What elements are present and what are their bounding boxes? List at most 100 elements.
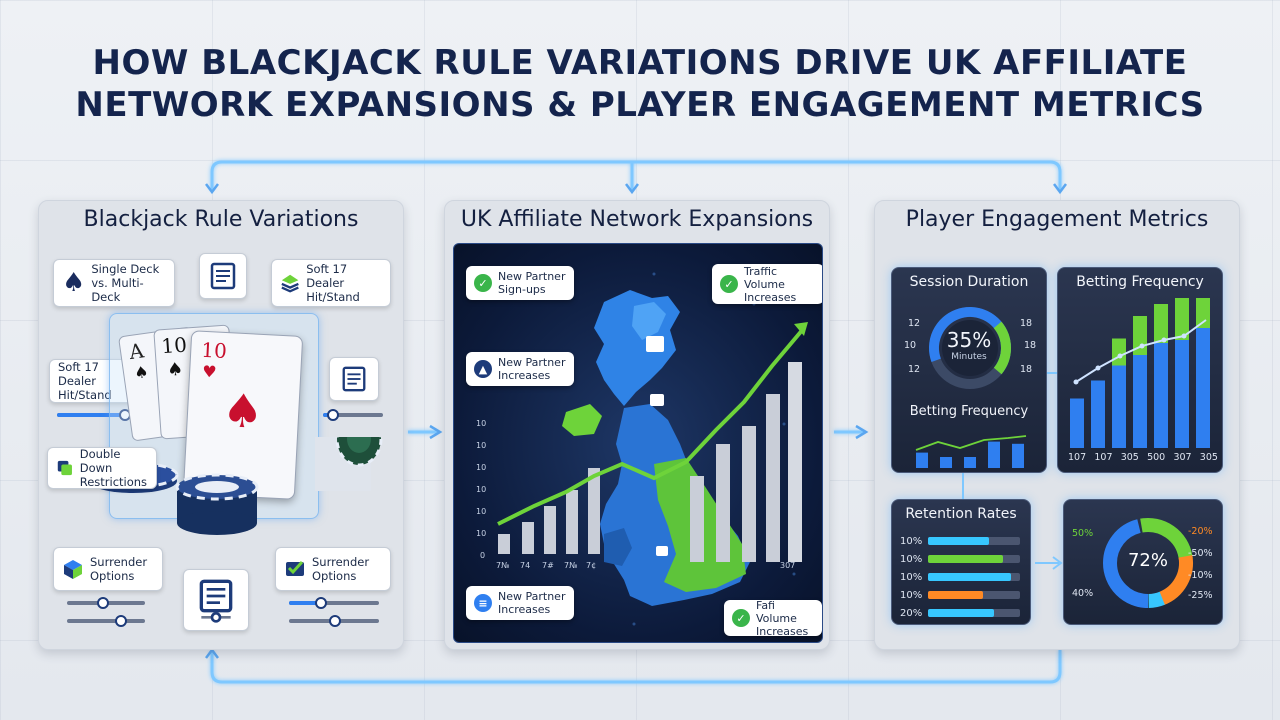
retention-track <box>928 555 1020 563</box>
leaf-icon: ✓ <box>474 274 492 292</box>
retention-label: 10% <box>900 553 923 565</box>
document-card[interactable] <box>199 253 247 299</box>
betting-x-ticks: 107 107 305 500 307 305 <box>1068 452 1218 463</box>
document-card[interactable] <box>329 357 379 401</box>
note-soft17-top[interactable]: Soft 17 Dealer Hit/Stand <box>271 259 391 307</box>
note-text: Surrender Options <box>312 555 369 583</box>
gauge-tick: 12 <box>908 318 921 329</box>
slider-knob[interactable] <box>315 597 327 609</box>
retention-title: Retention Rates <box>905 506 1017 522</box>
gauge-tick: 18 <box>1020 364 1033 375</box>
betting-bar <box>1175 340 1189 448</box>
page-title-line-1: HOW BLACKJACK RULE VARIATIONS DRIVE UK A… <box>92 43 1188 83</box>
note-line: Surrender <box>90 555 148 569</box>
note-line: Options <box>90 569 135 583</box>
double-icon <box>57 460 72 476</box>
slider-surrender-right-1[interactable] <box>289 597 379 609</box>
donut-chart <box>1103 518 1193 608</box>
chart-icon: ▲ <box>474 360 492 378</box>
donut-label-right: -10% <box>1188 570 1213 581</box>
stack-icon <box>281 274 299 293</box>
note-surrender-left[interactable]: Surrender Options <box>53 547 163 591</box>
slider-knob[interactable] <box>97 597 109 609</box>
note-line: vs. Multi-Deck <box>91 276 144 304</box>
document-card[interactable] <box>183 569 249 631</box>
betting-bar <box>1091 380 1105 448</box>
slider-knob[interactable] <box>327 409 339 421</box>
session-bar <box>1012 443 1024 468</box>
session-value: 35% <box>946 328 992 352</box>
document-icon <box>199 579 233 623</box>
session-title: Session Duration <box>909 274 1029 290</box>
note-single-deck[interactable]: ♠ Single Deck vs. Multi-Deck <box>53 259 175 307</box>
note-text: Soft 17 Dealer Hit/Stand <box>58 360 138 402</box>
stack-icon: ≡ <box>474 594 492 612</box>
retention-row: 20% <box>900 606 1020 620</box>
scotland-shape <box>594 290 680 406</box>
donut-value: 72% <box>1127 550 1168 571</box>
x-tick: 107 <box>1068 452 1087 463</box>
svg-text:10: 10 <box>476 463 486 472</box>
svg-text:7№: 7№ <box>564 561 578 570</box>
page-title: HOW BLACKJACK RULE VARIATIONS DRIVE UK A… <box>0 42 1280 126</box>
note-text: New Partner Increases <box>498 356 565 382</box>
svg-text:10: 10 <box>476 529 486 538</box>
rules-panel: Blackjack Rule Variations ♠ Single Deck … <box>38 200 404 650</box>
note-text: New Partner Increases <box>498 590 565 616</box>
leaf-icon: ✓ <box>732 609 750 627</box>
slider-fill <box>289 601 319 605</box>
note-line: New Partner <box>498 590 566 603</box>
note-line: New Partner <box>498 356 566 369</box>
gauge-tick: 10 <box>904 340 917 351</box>
document-icon <box>210 262 236 290</box>
note-text: Traffic Volume Increases <box>744 265 816 304</box>
session-bar <box>916 452 928 468</box>
note-surrender-right[interactable]: Surrender Options <box>275 547 391 591</box>
net-note-partner-increases[interactable]: ▲ New Partner Increases <box>466 352 574 386</box>
note-line: Options <box>312 569 357 583</box>
note-double-down[interactable]: Double Down Restrictions <box>47 447 157 489</box>
top-connector <box>210 160 1062 190</box>
card-rank: 10 <box>200 337 228 364</box>
donut-card: 72% 50% 40% -20% -50% -10% -25% <box>1063 499 1223 625</box>
retention-fill <box>928 555 1004 563</box>
bottom-connector <box>210 650 1062 684</box>
slider-surrender-left-2[interactable] <box>67 615 145 627</box>
rules-panel-title: Blackjack Rule Variations <box>83 207 359 232</box>
retention-fill <box>928 591 984 599</box>
note-text: Double Down Restrictions <box>80 447 148 489</box>
session-sub-title: Betting Frequency <box>909 404 1029 419</box>
svg-text:10: 10 <box>476 419 486 428</box>
x-tick: 500 <box>1147 452 1166 463</box>
session-unit: Minutes <box>951 352 987 362</box>
note-line: Hit/Stand <box>58 388 112 402</box>
retention-label: 10% <box>900 535 923 547</box>
note-line: Sign-ups <box>498 283 546 296</box>
x-tick: 305 <box>1199 452 1218 463</box>
slider-surrender-left-1[interactable] <box>67 597 145 609</box>
spade-icon: ♠ <box>62 268 86 298</box>
note-line: Surrender <box>312 555 370 569</box>
net-note-partner-increases-bottom[interactable]: ≡ New Partner Increases <box>466 586 574 620</box>
retention-row: 10% <box>900 570 1020 584</box>
svg-text:10: 10 <box>476 485 486 494</box>
slider-knob[interactable] <box>115 615 127 627</box>
donut-label-left: 40% <box>1072 588 1094 599</box>
northern-ireland-shape <box>562 404 602 436</box>
net-note-signups[interactable]: ✓ New Partner Sign-ups <box>466 266 574 300</box>
svg-text:10: 10 <box>476 507 486 516</box>
slider-knob[interactable] <box>329 615 341 627</box>
chart-bars <box>498 362 802 562</box>
session-gauge <box>928 307 1011 389</box>
note-line: Increases <box>498 369 551 382</box>
slider-right-top[interactable] <box>323 409 383 421</box>
net-note-traffic[interactable]: ✓ Traffic Volume Increases <box>712 264 822 304</box>
donut-label-right: -25% <box>1188 590 1213 601</box>
betting-bar-green <box>1175 298 1189 340</box>
slider-surrender-right-2[interactable] <box>289 615 379 627</box>
card-suit: ♠ <box>166 358 184 381</box>
session-mini-chart <box>915 435 1027 468</box>
net-note-fafi-volume[interactable]: ✓ Fafi Volume Increases <box>724 599 822 638</box>
